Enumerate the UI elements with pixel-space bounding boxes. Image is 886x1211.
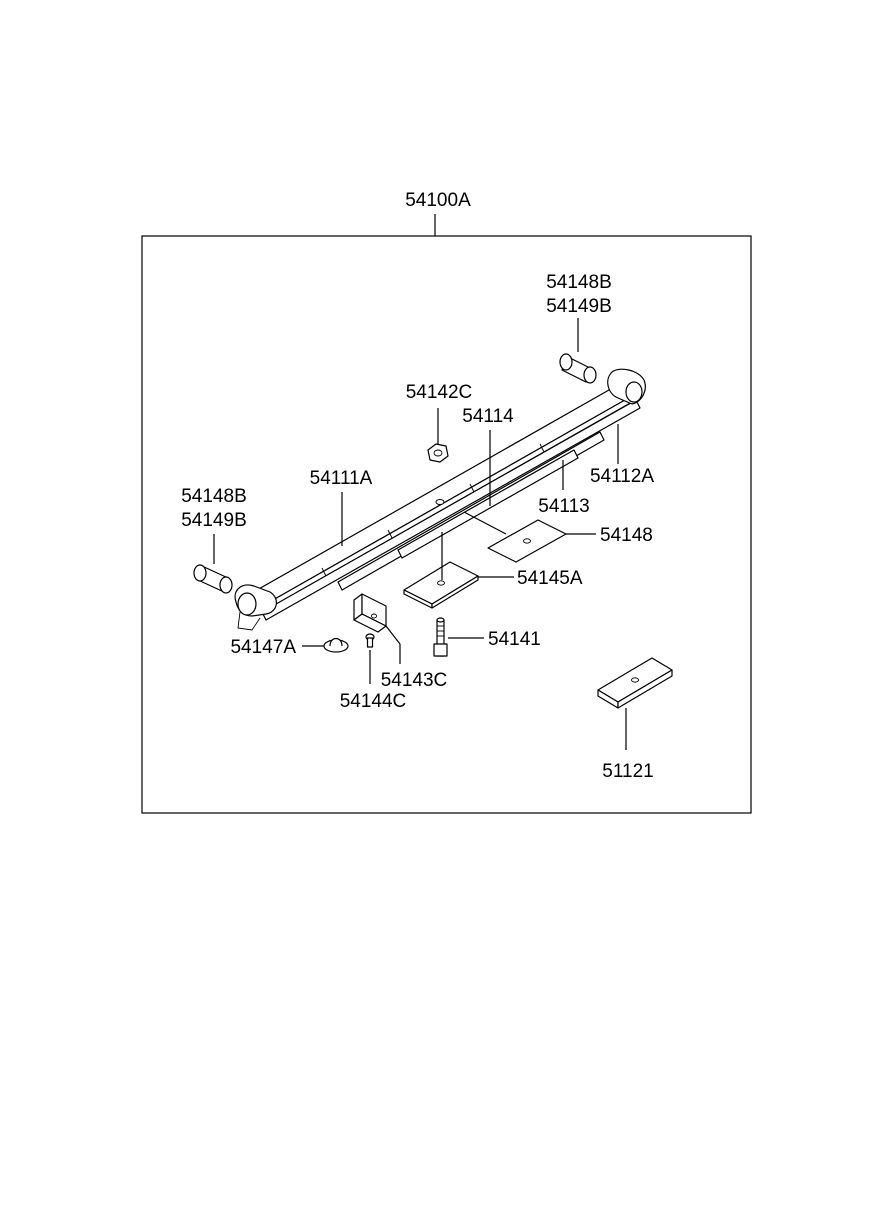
clip <box>353 593 387 633</box>
pad <box>487 519 567 563</box>
bushing-top-right <box>559 353 597 384</box>
label-54148: 54148 <box>600 525 653 546</box>
washer <box>323 637 349 653</box>
left-eye-hole <box>237 592 257 616</box>
second-leaf-shape <box>261 399 641 621</box>
bolt <box>433 617 448 657</box>
label-54148b-left: 54148B <box>181 486 247 507</box>
label-54148b-top: 54148B <box>546 272 612 293</box>
assembly-label: 54100A <box>405 190 471 211</box>
label-54112a: 54112A <box>590 466 654 487</box>
label-54111a: 54111A <box>310 468 373 489</box>
label-54141: 54141 <box>488 629 541 650</box>
label-54144c: 54144C <box>340 691 407 712</box>
center-hole <box>435 499 445 505</box>
bushing-left <box>193 564 233 594</box>
label-54143c: 54143C <box>381 670 448 691</box>
label-54142c: 54142C <box>406 382 473 403</box>
leaf-spring <box>234 368 646 631</box>
right-eye-hole <box>625 381 643 403</box>
clip-leader-a <box>385 625 401 645</box>
label-54149b-top: 54149B <box>546 296 612 317</box>
assembly-frame <box>141 235 752 814</box>
spacer-plate <box>597 657 673 709</box>
label-54114: 54114 <box>462 406 514 427</box>
label-51121: 51121 <box>602 761 653 782</box>
nut <box>427 443 449 463</box>
fourth-leaf-shape <box>397 449 579 559</box>
label-54145a: 54145A <box>517 568 583 589</box>
label-54113: 54113 <box>538 496 589 517</box>
plate <box>403 561 479 609</box>
label-54149b-left: 54149B <box>181 510 247 531</box>
pad-leader-a <box>463 511 507 535</box>
rivet <box>365 633 375 648</box>
label-54147a: 54147A <box>230 637 296 658</box>
